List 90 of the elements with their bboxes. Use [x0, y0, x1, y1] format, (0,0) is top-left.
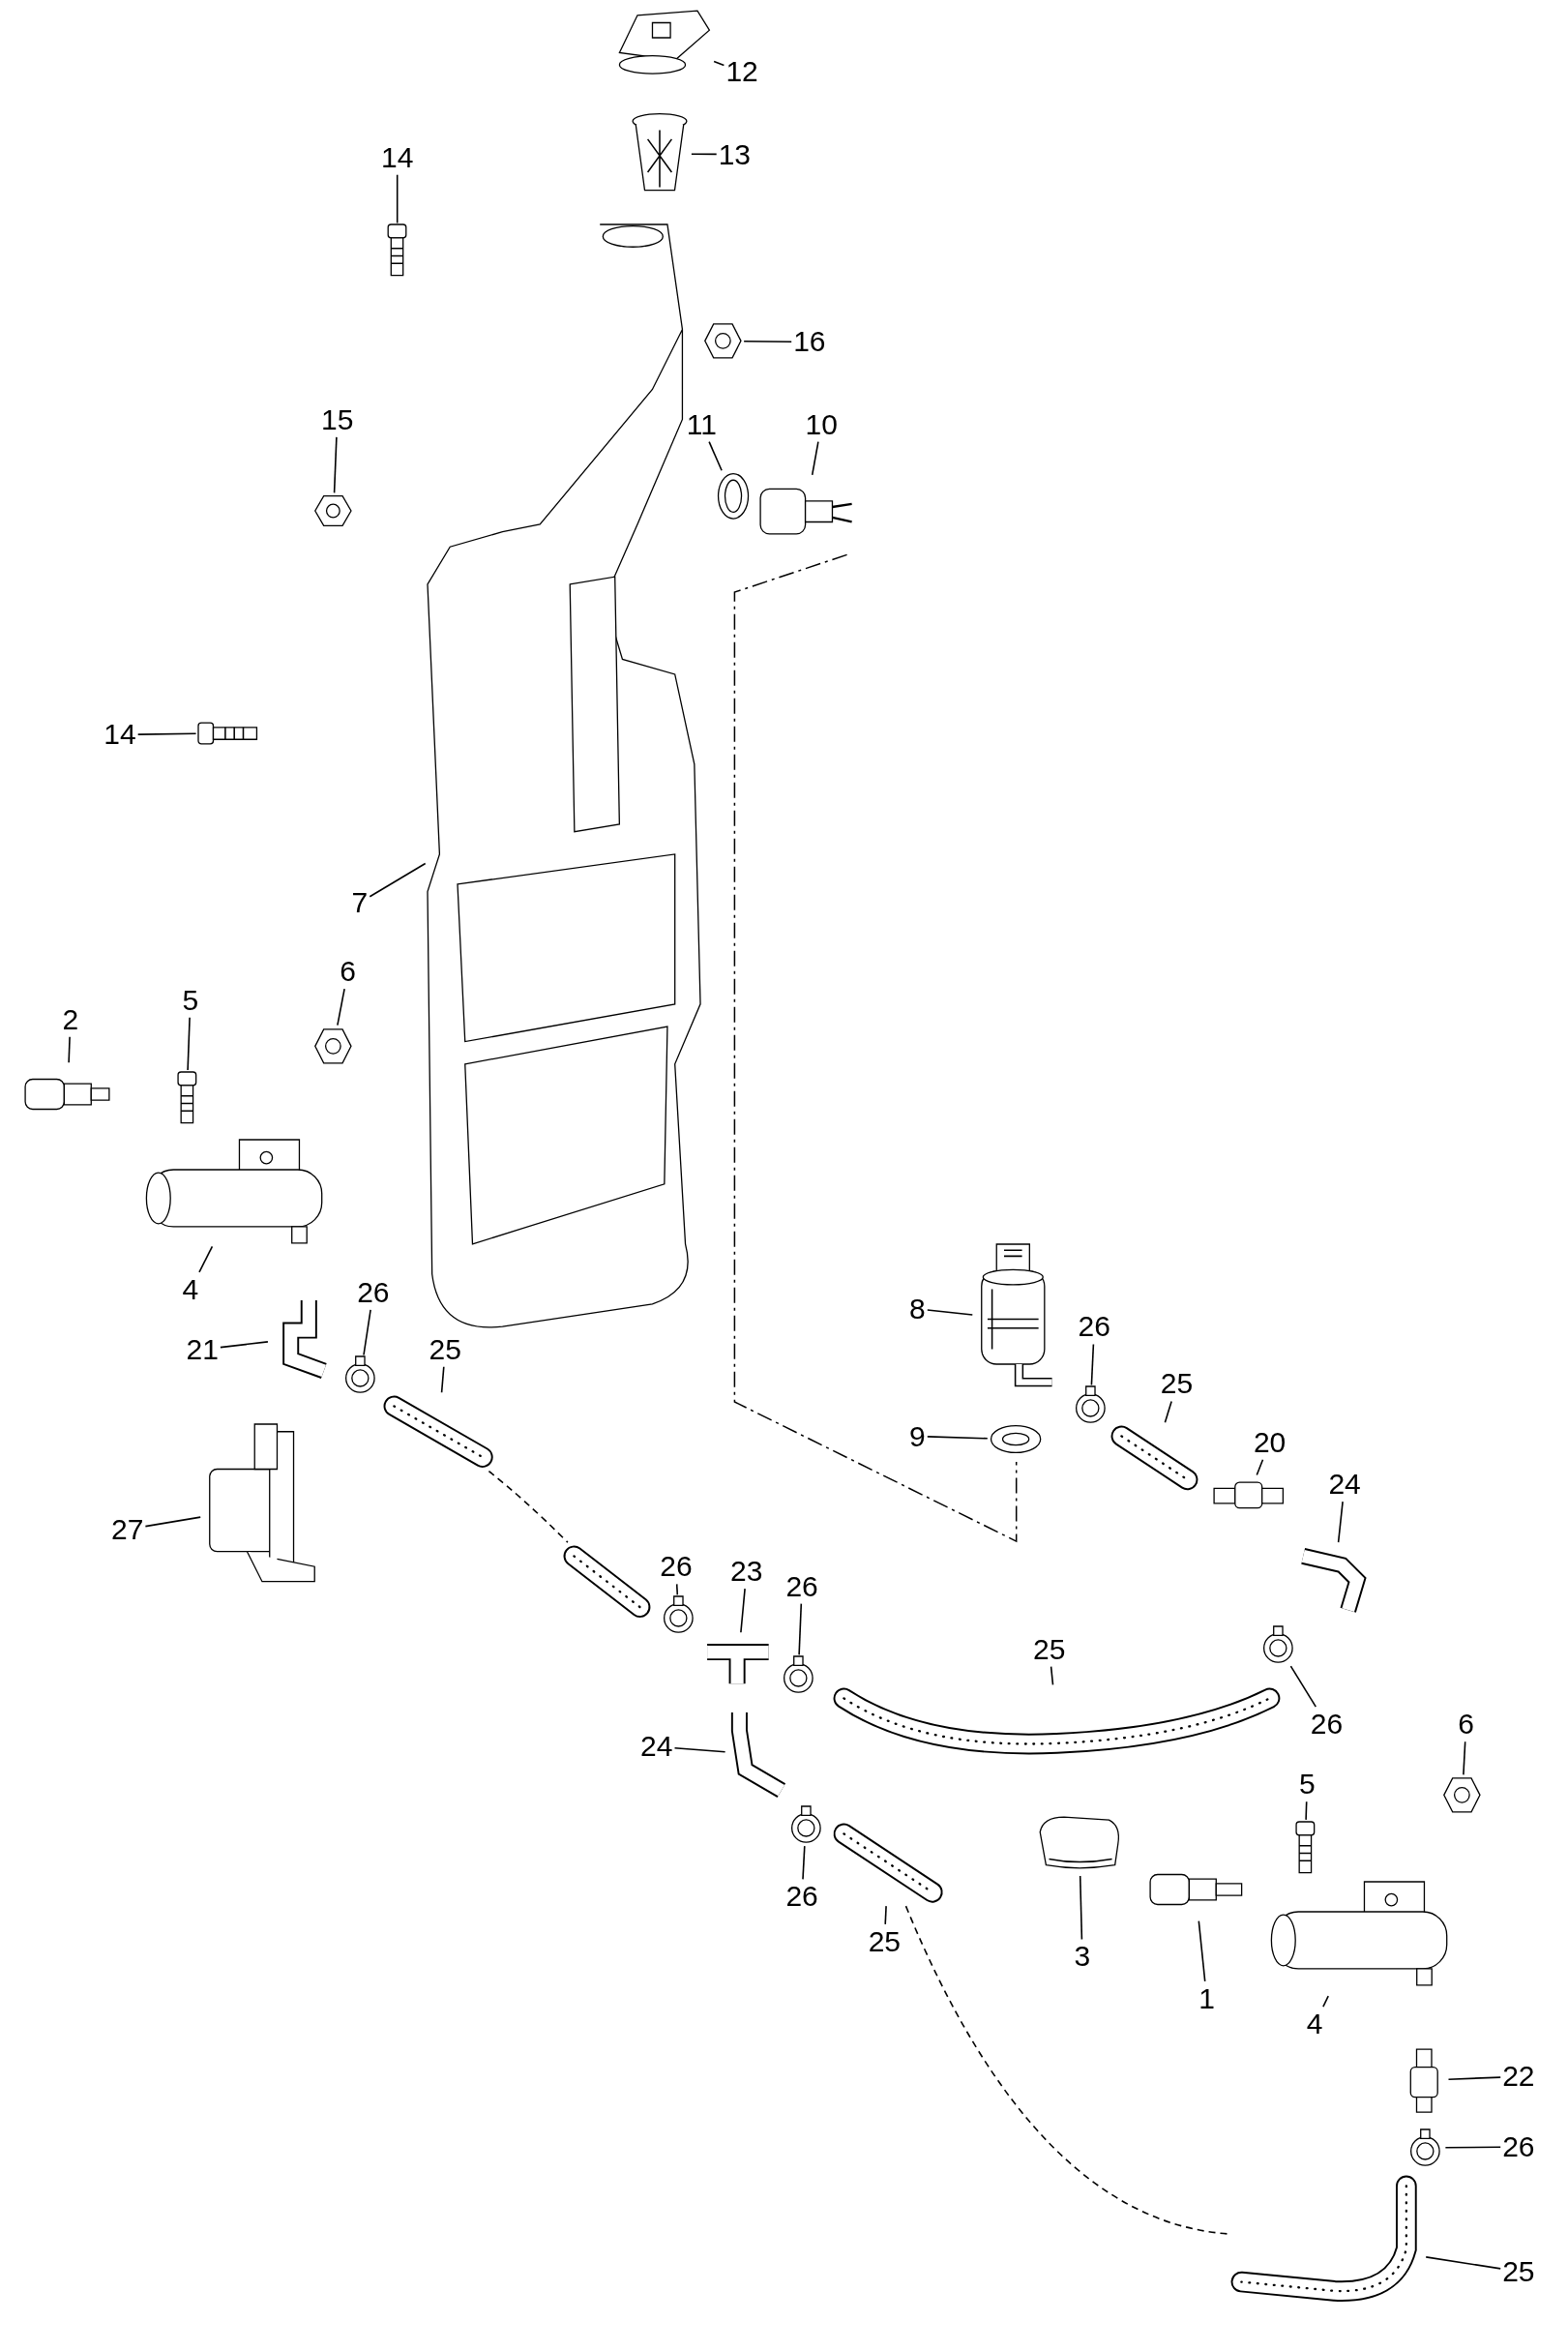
leader-line: [1256, 1459, 1264, 1476]
callout-number: 6: [1458, 1709, 1474, 1741]
grommet-drawing: [716, 472, 750, 521]
callout-number: 26: [1078, 1311, 1110, 1343]
nut-drawing: [314, 1027, 353, 1065]
leader-line: [396, 173, 399, 224]
callout-number: 20: [1253, 1426, 1287, 1458]
leader-line: [369, 862, 427, 898]
callout-number: 25: [429, 1333, 461, 1365]
leader-line: [1425, 2256, 1501, 2270]
leader-line: [440, 1365, 445, 1393]
callout-number: 9: [909, 1420, 926, 1452]
leader-line: [1289, 1665, 1317, 1708]
leader-line: [1050, 1665, 1054, 1686]
callout-number: 14: [104, 719, 136, 751]
callout-number: 25: [1033, 1633, 1066, 1665]
callout-number: 15: [321, 403, 354, 435]
callout-number: 26: [785, 1570, 818, 1602]
leader-line: [673, 1747, 726, 1753]
callout-number: 22: [1502, 2061, 1535, 2093]
callout-number: 10: [805, 408, 838, 440]
callout-number: 5: [1299, 1769, 1316, 1800]
callout-number: 23: [730, 1556, 763, 1588]
callout-number: 24: [640, 1731, 673, 1763]
leader-line: [1444, 2146, 1501, 2149]
leader-line: [333, 436, 338, 494]
callout-number: 12: [725, 56, 758, 88]
callout-number: 4: [182, 1273, 199, 1305]
leader-line: [1079, 1875, 1083, 1941]
callout-number: 1: [1198, 1982, 1215, 2014]
leader-line: [68, 1036, 71, 1064]
callout-number: 8: [909, 1293, 926, 1324]
leader-line: [927, 1436, 989, 1440]
grommet-drawing: [989, 1424, 1043, 1455]
hose-drawing: [382, 1394, 495, 1470]
callout-number: 2: [62, 1003, 79, 1035]
callout-number: 26: [785, 1881, 818, 1913]
nut-drawing: [704, 322, 743, 360]
leader-line: [1198, 1919, 1206, 1982]
callout-number: 3: [1074, 1941, 1091, 1973]
callout-number: 26: [1502, 2131, 1535, 2163]
callout-number: 25: [1160, 1368, 1194, 1400]
callout-number: 24: [1328, 1469, 1361, 1501]
hose-route-line: [488, 1470, 569, 1543]
leader-line: [1447, 2076, 1501, 2080]
leader-line: [187, 1016, 191, 1071]
hose-route-line: [904, 1905, 1228, 2235]
leader-line: [740, 1588, 746, 1633]
leader-line: [363, 1309, 371, 1356]
leader-line: [1164, 1400, 1172, 1423]
leader-line: [198, 1245, 214, 1273]
callout-number: 11: [686, 408, 717, 440]
leader-line: [743, 340, 792, 342]
callout-number: 25: [868, 1925, 901, 1957]
hose-drawing: [832, 1821, 945, 1905]
callout-number: 26: [660, 1551, 693, 1583]
leader-line: [1322, 1995, 1329, 2008]
callout-number: 5: [182, 984, 199, 1016]
leader-line: [220, 1341, 269, 1349]
leader-line: [1305, 1800, 1308, 1821]
callout-number: 25: [1502, 2255, 1535, 2287]
callout-number: 27: [111, 1513, 144, 1545]
callout-number: 16: [793, 326, 826, 358]
leader-line: [884, 1905, 887, 1925]
callout-number: 14: [381, 141, 414, 173]
leader-line: [1463, 1741, 1466, 1776]
leader-line: [1337, 1501, 1344, 1543]
callout-number: 7: [351, 886, 369, 918]
leader-line: [691, 153, 718, 156]
callout-number: 6: [340, 956, 356, 988]
leader-line: [708, 440, 723, 471]
leader-line: [144, 1516, 201, 1528]
callout-number: 21: [186, 1333, 219, 1365]
leader-line: [337, 988, 345, 1027]
hose-drawing: [562, 1544, 653, 1620]
leader-line: [927, 1309, 974, 1316]
leader-line: [798, 1602, 803, 1656]
leader-line: [713, 60, 725, 67]
leader-line: [1090, 1343, 1095, 1386]
hose-drawing: [1109, 1424, 1199, 1492]
callout-number: 26: [1310, 1709, 1344, 1741]
leader-line: [802, 1845, 806, 1881]
leader-line: [136, 732, 197, 735]
callout-number: 26: [357, 1276, 390, 1308]
leader-line: [675, 1583, 679, 1596]
callout-number: 4: [1306, 2009, 1323, 2040]
nut-drawing: [314, 494, 353, 528]
nut-drawing: [1443, 1776, 1482, 1815]
leader-line: [811, 440, 819, 476]
callout-number: 13: [718, 138, 752, 170]
